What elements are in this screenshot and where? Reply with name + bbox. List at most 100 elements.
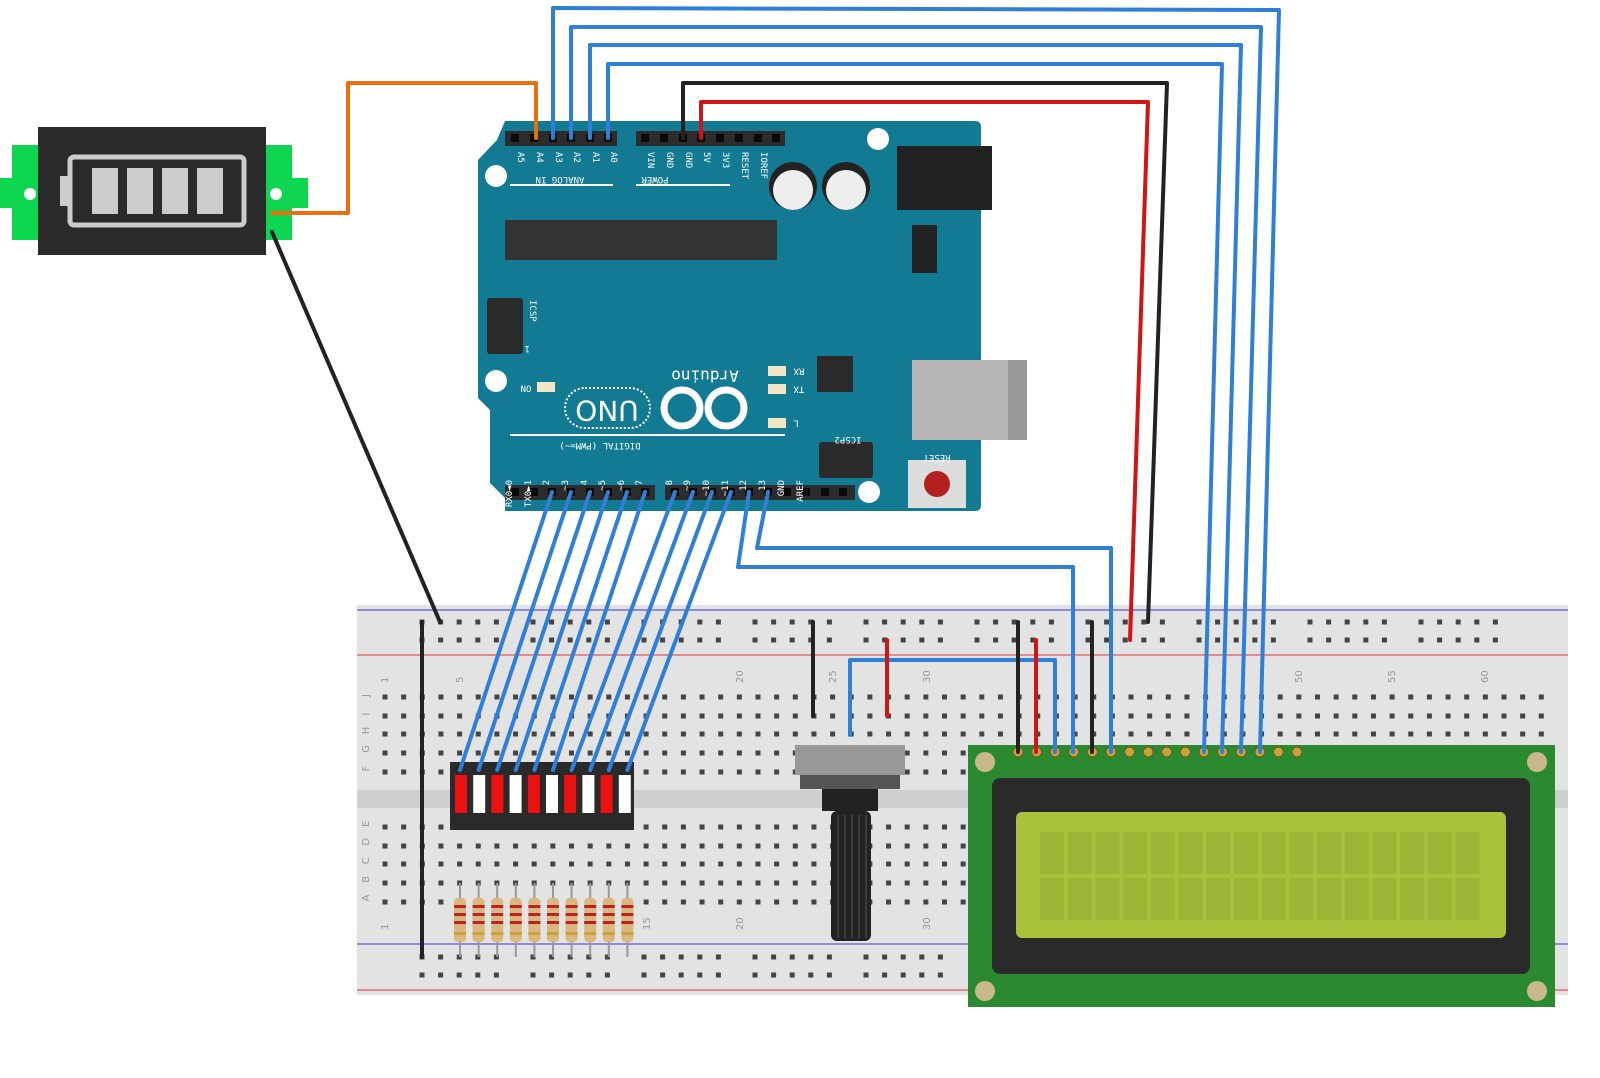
header-pin[interactable]	[530, 488, 538, 496]
analog-pin-label: A0	[608, 152, 618, 163]
wire-blue-a0-lcd[interactable]	[606, 62, 1224, 754]
wire-blue-digital-led[interactable]	[458, 490, 554, 772]
rail-hole	[900, 972, 906, 978]
breadboard-hole	[960, 694, 966, 700]
potentiometer[interactable]	[795, 745, 905, 941]
resistor	[454, 898, 466, 942]
rail-hole	[863, 954, 869, 960]
rail-hole	[660, 972, 666, 978]
wire-black-battery-ground[interactable]	[270, 230, 442, 624]
wire-blue-digital-led[interactable]	[476, 490, 573, 772]
wire-blue-digital-led[interactable]	[495, 490, 592, 772]
col-num: 50	[1294, 670, 1305, 683]
wire-blue-digital-led[interactable]	[532, 490, 629, 772]
wire-blue-digital-led[interactable]	[513, 490, 610, 772]
wire-blue-pot-lcd-contrast[interactable]	[848, 658, 1057, 754]
breadboard-hole	[382, 861, 388, 867]
wire-black-gnd-rail[interactable]	[681, 81, 1169, 624]
header-pin[interactable]	[754, 134, 762, 142]
resistor	[472, 898, 485, 942]
rail-hole	[863, 637, 869, 643]
power-pin-label: RESET	[739, 152, 749, 180]
wire-blue-d13-lcd[interactable]	[755, 490, 1113, 754]
row-letter: E	[361, 821, 372, 827]
header-pin[interactable]	[511, 134, 519, 142]
rail-hole	[1215, 619, 1221, 625]
rail-hole	[900, 619, 906, 625]
breadboard-hole	[606, 750, 612, 756]
wire-blue-digital-led[interactable]	[551, 490, 647, 772]
rail-hole	[937, 972, 943, 978]
wire-blue-digital-led[interactable]	[625, 490, 733, 772]
breadboard-hole	[457, 861, 463, 867]
header-pin[interactable]	[839, 488, 847, 496]
header-pin[interactable]	[783, 488, 791, 496]
digital-pin-label: ~10	[702, 480, 712, 496]
resistor	[491, 898, 504, 942]
rail-hole	[882, 637, 888, 643]
rail-hole	[1344, 637, 1350, 643]
breadboard-hole	[1128, 713, 1134, 719]
rail-hole	[456, 972, 462, 978]
wire-blue-digital-led[interactable]	[606, 490, 714, 772]
wire-blue-digital-led[interactable]	[569, 490, 677, 772]
rail-hole	[752, 972, 758, 978]
breadboard-hole	[587, 843, 593, 849]
header-pin[interactable]	[772, 134, 780, 142]
breadboard-hole	[1370, 731, 1376, 737]
potentiometer-knob[interactable]	[831, 811, 871, 941]
wire-blue-a3-lcd[interactable]	[551, 6, 1281, 754]
resistor	[602, 898, 615, 942]
breadboard-hole	[997, 713, 1003, 719]
microcontroller-chip	[505, 220, 777, 260]
breadboard-hole	[1352, 731, 1358, 737]
header-pin[interactable]	[802, 488, 810, 496]
rail-hole	[604, 972, 610, 978]
tx-led	[768, 384, 786, 394]
lcd-char-cell	[1150, 832, 1175, 874]
led-segment	[509, 775, 522, 813]
lcd-char-cell	[1206, 832, 1231, 874]
breadboard-hole	[718, 843, 724, 849]
led-segment	[564, 775, 577, 813]
rail-hole	[789, 637, 795, 643]
rail-hole	[808, 972, 814, 978]
header-pin[interactable]	[716, 134, 724, 142]
power-header	[636, 131, 785, 146]
breadboard-hole	[401, 731, 407, 737]
col-num: 20	[735, 670, 746, 683]
rail-hole	[678, 637, 684, 643]
wire-blue-a2-lcd[interactable]	[569, 25, 1263, 754]
led-segment	[473, 775, 486, 813]
breadboard-hole	[942, 769, 947, 775]
header-pin[interactable]	[735, 134, 743, 142]
breadboard-hole	[960, 731, 966, 737]
rail-hole	[863, 619, 869, 625]
header-pin[interactable]	[660, 134, 668, 142]
breadboard-hole	[531, 843, 537, 849]
analog-pin-label: A2	[571, 152, 581, 163]
breadboard-hole	[438, 750, 444, 756]
rail-hole	[1196, 619, 1202, 625]
lcd-char-cell	[1344, 832, 1369, 874]
header-pin[interactable]	[511, 488, 519, 496]
wire-red-5v-rail[interactable]	[699, 100, 1150, 642]
wire-blue-a1-lcd[interactable]	[588, 43, 1243, 754]
rail-hole	[586, 954, 592, 960]
breadboard-hole	[1426, 694, 1432, 700]
wire-orange-battery-a4[interactable]	[270, 81, 538, 215]
rx-label: RX	[793, 366, 804, 376]
rail-hole	[715, 954, 721, 960]
breadboard-hole	[513, 694, 519, 700]
wire-blue-d12-lcd[interactable]	[736, 490, 1075, 754]
header-pin[interactable]	[641, 134, 649, 142]
col-num: 25	[828, 670, 839, 683]
header-pin[interactable]	[821, 488, 829, 496]
breadboard-hole	[1128, 731, 1134, 737]
wire-blue-digital-led[interactable]	[588, 490, 695, 772]
breadboard-hole	[830, 731, 836, 737]
breadboard-hole	[942, 880, 947, 886]
lcd-char-cell	[1150, 878, 1175, 920]
breadboard-hole	[774, 769, 780, 775]
breadboard-hole	[662, 769, 668, 775]
